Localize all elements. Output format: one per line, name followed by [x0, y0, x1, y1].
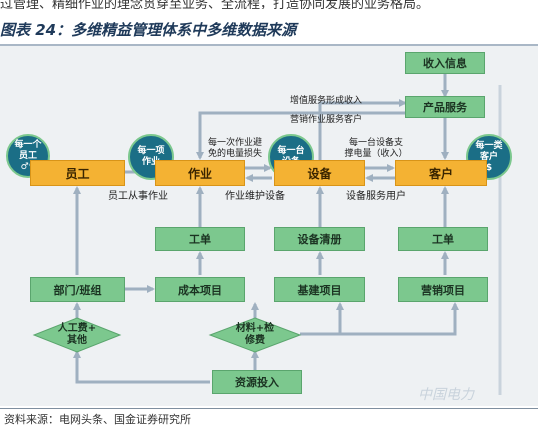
dollar-icon: $: [485, 162, 493, 173]
labor-line2: 其他: [67, 335, 87, 346]
work-order-2-label: 工单: [432, 233, 454, 246]
value-added-note: 增值服务形成收入: [290, 96, 363, 106]
work-order-box-2: 工单: [398, 227, 488, 251]
resource-input-label: 资源投入: [235, 376, 279, 389]
basic-item-label: 基建项目: [297, 283, 342, 297]
arrow-marketing: [196, 111, 405, 160]
arrow-resource-to-labor: [73, 350, 210, 384]
cost-item-box: 成本项目: [155, 277, 245, 302]
customer-circle-line2: 客户: [479, 151, 498, 162]
watermark-text: 中国电力: [418, 387, 474, 403]
customer-box: 客户: [395, 160, 487, 186]
labor-line1: 人工费+: [57, 323, 97, 334]
title-rule: [0, 44, 538, 46]
customer-circle-line1: 每一类: [475, 140, 503, 151]
cost-item-label: 成本项目: [178, 283, 222, 297]
marketing-item-box: 营销项目: [398, 277, 488, 302]
equipment-circle-line1: 每一台: [277, 146, 305, 156]
task-circle-line2: 作业: [141, 157, 160, 167]
equipment-label: 设备: [307, 166, 332, 181]
receive-info-label: 收入信息: [423, 57, 467, 70]
arrow-material-to-basic: [300, 302, 344, 336]
work-box: 作业: [155, 160, 245, 186]
equipment-support-line2: 撑电量（收入）: [344, 149, 408, 159]
employee-work-note: 员工从事作业: [108, 191, 168, 202]
work-order-box-1: 工单: [155, 227, 245, 251]
basic-item-box: 基建项目: [274, 277, 365, 302]
person-circle-line2: 员工: [18, 150, 37, 161]
source-rule: [0, 408, 538, 409]
dept-team-box: 部门/班组: [30, 277, 125, 302]
material-diamond-text: 材料+检 修费: [210, 321, 300, 349]
work-avoid-loss-note: 每一次作业避 免的电量损失: [200, 138, 270, 160]
resource-input-box: 资源投入: [212, 370, 302, 394]
employee-label: 员工: [65, 166, 90, 181]
material-diamond: [208, 317, 302, 353]
customer-label: 客户: [428, 166, 453, 181]
marketing-item-label: 营销项目: [421, 283, 465, 297]
task-circle-line1: 每一项: [137, 146, 165, 156]
figure-title: 图表 24：多维精益管理体系中多维数据来源: [0, 21, 297, 39]
equipment-box: 设备: [274, 160, 365, 186]
labor-diamond-text: 人工费+ 其他: [34, 321, 120, 349]
receive-info-box: 收入信息: [405, 52, 485, 74]
material-line2: 修费: [245, 335, 265, 346]
work-label: 作业: [187, 166, 212, 181]
equipment-serve-note: 设备服务用户: [346, 191, 406, 202]
product-service-label: 产品服务: [423, 101, 467, 114]
work-order-1-label: 工单: [189, 233, 211, 246]
work-avoid-loss-line1: 每一次作业避: [207, 138, 262, 148]
product-service-box: 产品服务: [405, 96, 485, 118]
equipment-inventory-box: 设备清册: [274, 227, 365, 251]
source-text: 资料来源：电网头条、国金证券研究所: [4, 413, 191, 426]
top-paragraph-text: 过管理、精细作业的理念贯穿至业务、全流程，打造协同发展的业务格局。: [0, 0, 430, 9]
equipment-support-note: 每一台设备支 撑电量（收入）: [340, 138, 412, 160]
customer-circle: 每一类 客户 $: [466, 134, 512, 180]
equipment-inventory-label: 设备清册: [297, 233, 342, 246]
work-avoid-loss-line2: 免的电量损失: [207, 149, 262, 159]
arrow-material-to-marketing: [340, 302, 459, 336]
material-line1: 材料+检: [235, 323, 275, 334]
equipment-support-line1: 每一台设备支: [348, 138, 403, 148]
arrow-value-added: [318, 99, 407, 160]
person-circle-line1: 每一个: [14, 139, 42, 150]
person-icon: ♂♀: [20, 161, 36, 172]
work-maintain-note: 作业维护设备: [225, 191, 285, 202]
employee-box: 员工: [30, 160, 125, 186]
dept-team-label: 部门/班组: [53, 283, 102, 297]
marketing-note: 营销作业服务客户: [290, 115, 363, 125]
labor-diamond: [32, 317, 122, 353]
